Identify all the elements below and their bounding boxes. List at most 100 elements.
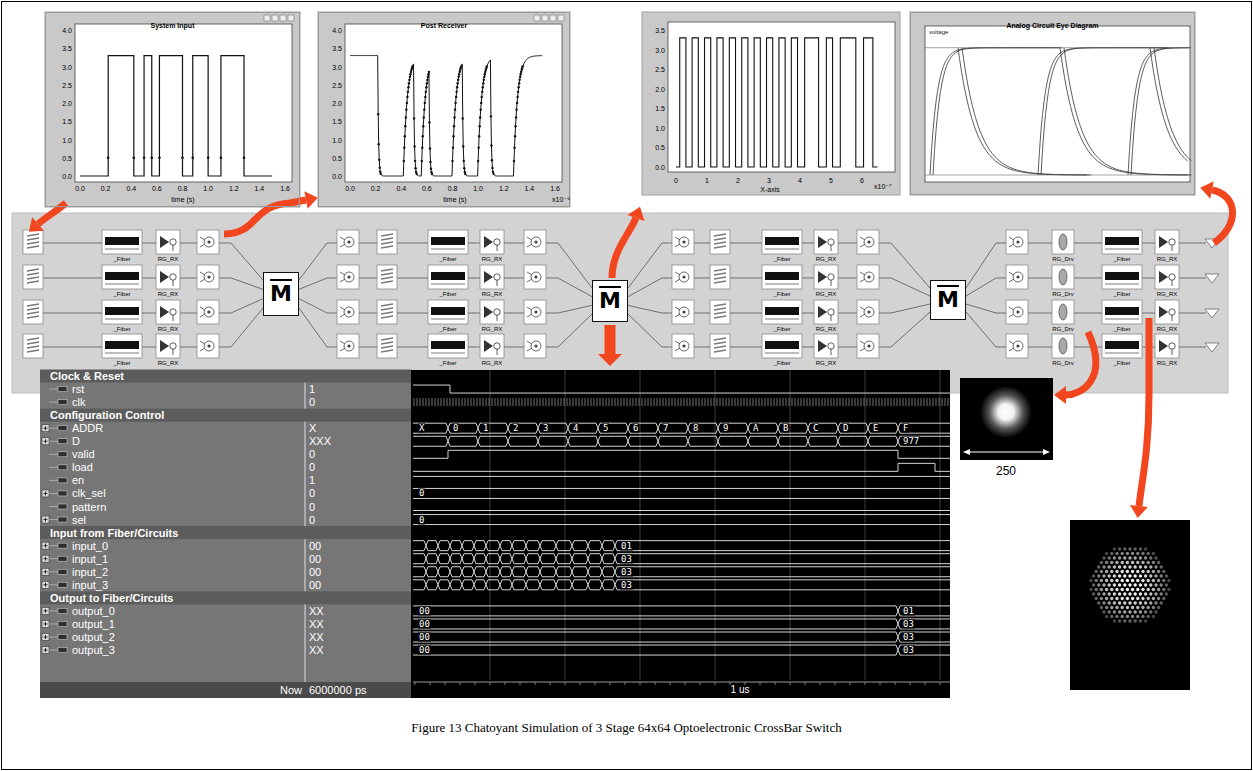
lenslet-dot: [1141, 588, 1144, 591]
signal-wire: [1179, 278, 1206, 279]
plot-panel: Post Receiver: [318, 12, 570, 207]
fiber-core: [105, 341, 139, 349]
receiver-glyph: [160, 340, 169, 352]
receiver-glyph: [1169, 239, 1175, 245]
y-tick: 2.5: [332, 81, 342, 88]
expand-plus: [44, 491, 48, 495]
bus-value: 00: [418, 619, 431, 628]
icon-body: [197, 334, 219, 358]
lenslet-dot: [1110, 597, 1113, 600]
detector-glyph: [1016, 275, 1019, 278]
waveform-area: [411, 370, 950, 698]
signal-wire: [219, 299, 263, 313]
receiver-icon: [156, 265, 180, 289]
lenslet-dot: [1144, 601, 1147, 604]
detector-glyph: [675, 307, 680, 317]
bus-value: F: [902, 424, 909, 433]
group-header: Clock & Reset: [50, 371, 124, 382]
lenslet-dot: [1160, 583, 1163, 586]
signal-wire: [219, 308, 263, 347]
source-stripe: [381, 312, 393, 314]
component-label: RG_RX: [482, 291, 503, 297]
receiver-glyph: [170, 239, 176, 245]
lenslet-dot: [1102, 610, 1105, 613]
signal-wire: [546, 314, 592, 347]
lenslet-dot: [1134, 547, 1137, 550]
receiver-icon: [814, 230, 838, 254]
lenslet-dot: [1131, 552, 1134, 555]
x-tick: 1.0: [203, 185, 213, 192]
plot-area: [345, 24, 562, 182]
signal-icon: [58, 569, 67, 574]
lenslet-dot: [1160, 592, 1163, 595]
component-label: RG_Drv: [1052, 256, 1074, 262]
fiber-icon: [428, 230, 468, 254]
signal-wire: [1017, 278, 1167, 279]
sample-dot: [428, 121, 430, 123]
eye-trace: [1064, 48, 1192, 175]
fiber-core: [1105, 272, 1139, 280]
detector-icon: [1006, 230, 1028, 254]
source-stripe: [27, 277, 39, 279]
y-tick: 3.0: [332, 63, 342, 70]
receiver-icon: [814, 334, 838, 358]
receiver-glyph: [484, 340, 493, 352]
fiber-icon: [428, 265, 468, 289]
source-stripe: [714, 273, 726, 275]
source-stripe: [381, 238, 393, 240]
expand-plus: [44, 622, 48, 626]
receiver-glyph: [170, 274, 176, 280]
x-tick: 1.0: [473, 185, 483, 192]
fiber-base: [105, 249, 139, 250]
x-tick: 0.6: [422, 185, 432, 192]
lenslet-dot: [1134, 556, 1137, 559]
lenslet-dot: [1123, 565, 1126, 568]
laser-source-icon: [377, 265, 397, 289]
lenslet-dot: [1154, 610, 1157, 613]
x-tick: 1: [705, 177, 709, 184]
fiber-icon: [762, 230, 802, 254]
sample-dot: [453, 125, 455, 127]
expand-plus: [44, 635, 48, 639]
laser-source-icon: [710, 230, 730, 254]
bus-value: 03: [620, 567, 633, 576]
component-label: RG_RX: [482, 360, 503, 366]
detector-glyph: [1009, 341, 1014, 351]
bus-value: 0: [418, 515, 425, 524]
lenslet-dot: [1131, 606, 1134, 609]
detector-glyph: [207, 344, 210, 347]
figure-caption: Figure 13 Chatoyant Simulation of 3 Stag…: [0, 720, 1253, 736]
signal-wire: [299, 308, 337, 347]
sample-dot: [520, 71, 522, 73]
expand-plus: [44, 544, 48, 548]
detector-glyph: [527, 341, 532, 351]
sample-dot: [519, 73, 521, 75]
icon-body: [102, 230, 142, 254]
window-button: [534, 15, 540, 21]
receiver-glyph: [818, 271, 827, 283]
lenslet-dot: [1144, 547, 1147, 550]
lenslet-dot: [1149, 583, 1152, 586]
icon-body: [23, 230, 43, 254]
lenslet-dot: [1147, 552, 1150, 555]
group-band: [40, 526, 411, 539]
detector-glyph: [867, 344, 870, 347]
sample-dot: [411, 65, 413, 67]
receiver-glyph: [484, 306, 493, 318]
lenslet-dot: [1162, 588, 1165, 591]
icon-body: [23, 265, 43, 289]
y-tick: 1.0: [655, 124, 665, 131]
sample-dot: [379, 171, 381, 173]
lenslet-dot: [1139, 619, 1142, 622]
signal-name: output_1: [72, 618, 115, 629]
signal-wire: [879, 243, 930, 288]
source-stripe: [714, 342, 726, 344]
expand-plus: [44, 648, 48, 652]
group-header: Input from Fiber/Circuits: [50, 527, 178, 538]
lenslet-dot: [1136, 588, 1139, 591]
receiver-glyph: [831, 349, 832, 355]
ruler-tick: [520, 682, 521, 685]
lenslet-dot: [1121, 561, 1124, 564]
lenslet-dot: [1149, 610, 1152, 613]
